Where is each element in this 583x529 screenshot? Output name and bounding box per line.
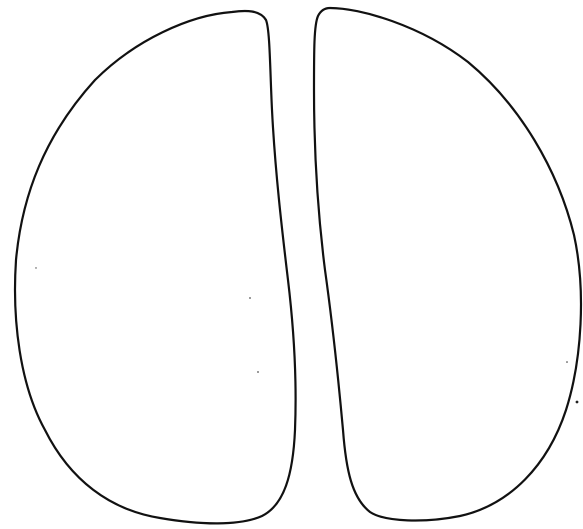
scan-speck bbox=[257, 371, 259, 373]
scan-speck bbox=[566, 361, 568, 363]
scan-speck bbox=[576, 401, 579, 404]
scan-speck bbox=[249, 297, 251, 299]
scan-speck bbox=[35, 267, 36, 268]
